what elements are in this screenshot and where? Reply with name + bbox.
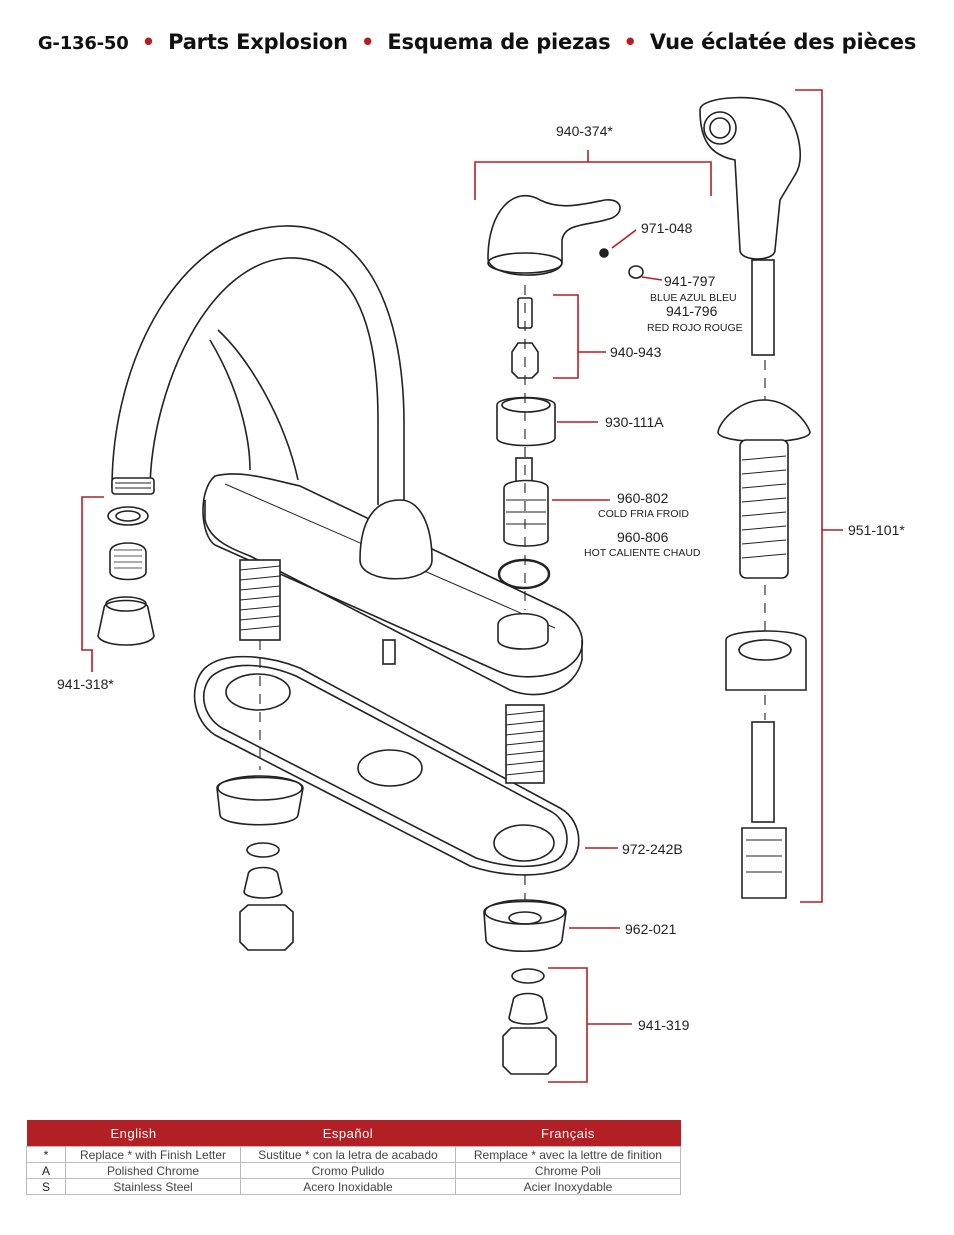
legend-french: Chrome Poli [454, 1162, 682, 1179]
title-separator: • [361, 30, 375, 54]
legend-header-french: Français [455, 1120, 681, 1147]
part-label-941-319: 941-319 [638, 1017, 690, 1033]
legend-spanish: Sustitue * con la letra de acabado [240, 1146, 456, 1163]
part-label-972-242b: 972-242B [622, 841, 683, 857]
gasket-plate-drawing [193, 655, 580, 876]
legend-key: S [26, 1178, 66, 1195]
page-title: G-136-50 • Parts Explosion • Esquema de … [0, 30, 954, 54]
model-number: G-136-50 [37, 33, 129, 54]
legend-english: Replace * with Finish Letter [64, 1146, 242, 1163]
legend-english: Polished Chrome [64, 1162, 242, 1179]
legend-row: * Replace * with Finish Letter Sustitue … [26, 1146, 682, 1163]
title-spanish: Esquema de piezas [387, 30, 611, 54]
part-label-960-802-color: COLD FRIA FROID [598, 508, 690, 520]
supply-fittings-drawing [239, 842, 557, 1075]
part-label-941-797: 941-797 [664, 273, 716, 289]
legend-row: S Stainless Steel Acero Inoxidable Acier… [26, 1178, 682, 1195]
part-label-962-021: 962-021 [625, 921, 677, 937]
part-label-960-806: 960-806 [617, 529, 669, 545]
part-label-940-943: 940-943 [610, 344, 662, 360]
legend-key: A [26, 1162, 66, 1179]
part-label-930-111a: 930-111A [605, 414, 664, 430]
shank-drawing [505, 704, 545, 784]
title-french: Vue éclatée des pièces [649, 30, 917, 54]
finish-legend-table: English Español Français * Replace * wit… [26, 1120, 682, 1195]
part-label-960-802: 960-802 [617, 490, 669, 506]
legend-french: Acier Inoxydable [454, 1178, 682, 1195]
part-label-940-374: 940-374* [556, 123, 613, 139]
legend-french: Remplace * avec la lettre de finition [454, 1146, 682, 1163]
aerator-drawing [97, 506, 155, 646]
part-label-941-796-color: RED ROJO ROUGE [647, 322, 743, 334]
legend-header-spanish: Español [240, 1120, 456, 1147]
spout-drawing [111, 225, 405, 505]
side-spray-drawing [699, 96, 811, 899]
title-separator: • [623, 30, 637, 54]
legend-key: * [26, 1146, 66, 1163]
legend-header-row: English Español Français [26, 1120, 681, 1147]
center-lines [259, 285, 766, 900]
title-english: Parts Explosion [168, 30, 348, 54]
legend-spanish: Cromo Pulido [240, 1162, 456, 1179]
legend-row: A Polished Chrome Cromo Pulido Chrome Po… [26, 1162, 682, 1179]
legend-spanish: Acero Inoxidable [240, 1178, 456, 1195]
callout-leaders [81, 89, 843, 1083]
part-label-941-796: 941-796 [666, 303, 718, 319]
hose-guide-drawing [216, 775, 567, 952]
deck-base-drawing [202, 473, 584, 696]
handle-drawing [487, 194, 644, 279]
part-label-960-806-color: HOT CALIENTE CHAUD [584, 547, 701, 559]
part-label-941-318: 941-318* [57, 676, 114, 692]
title-separator: • [141, 30, 155, 54]
cartridge-stack-drawing [496, 297, 556, 590]
part-label-971-048: 971-048 [641, 220, 693, 236]
part-label-941-797-color: BLUE AZUL BLEU [650, 292, 737, 304]
legend-header-english: English [26, 1120, 241, 1147]
part-label-951-101: 951-101* [848, 522, 905, 538]
legend-english: Stainless Steel [64, 1178, 242, 1195]
